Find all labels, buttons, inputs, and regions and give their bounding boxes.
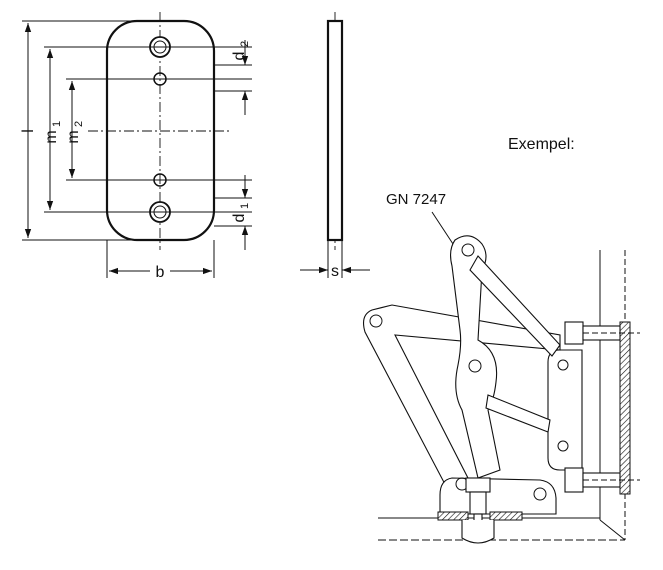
wall-screw-top	[564, 321, 640, 345]
rear-arm	[363, 304, 561, 491]
part-callout: GN 7247	[386, 191, 456, 248]
dimension-label-m1: m	[43, 130, 60, 143]
clamp-spindle	[465, 477, 491, 527]
clamp-base	[439, 477, 557, 515]
example-title: Exempel:	[508, 136, 575, 153]
plate-outline	[105, 19, 216, 242]
dimension-label-l: l	[20, 129, 37, 133]
dimension-label-d1: d	[231, 214, 248, 223]
part-number-label: GN 7247	[386, 191, 446, 208]
mounted-plate-section	[619, 321, 631, 495]
floor-section-left	[437, 511, 469, 521]
dimension-b: b	[109, 262, 212, 281]
dimension-label-d2: d	[231, 52, 248, 61]
dimension-d2: d 2	[231, 40, 251, 115]
dimension-subscript-m2: 2	[73, 121, 85, 127]
dimension-subscript-d1: 1	[239, 203, 251, 209]
spindle-recess	[461, 520, 495, 544]
floor-section-right	[489, 511, 523, 521]
plate-front-view	[22, 12, 252, 278]
dimension-label-b: b	[156, 264, 165, 281]
dimension-label-m2: m	[65, 130, 82, 143]
dimension-d1: d 1	[231, 175, 251, 250]
wall-bracket	[547, 349, 583, 471]
plate-side-view	[326, 12, 344, 278]
wall-screw-bottom	[564, 467, 640, 493]
upper-diagonal-link	[469, 255, 561, 357]
dimension-label-s: s	[331, 263, 339, 280]
dimension-l: l	[20, 23, 37, 238]
dimension-subscript-d2: 2	[239, 41, 251, 47]
dimension-m2: m 2	[65, 81, 85, 178]
dimension-s: s	[300, 263, 370, 280]
toggle-clamp-assembly	[363, 235, 640, 544]
dimension-m1: m 1	[43, 49, 63, 210]
plate-side-outline	[326, 19, 344, 242]
lower-diagonal-link	[485, 394, 551, 433]
dimension-subscript-m1: 1	[51, 121, 63, 127]
